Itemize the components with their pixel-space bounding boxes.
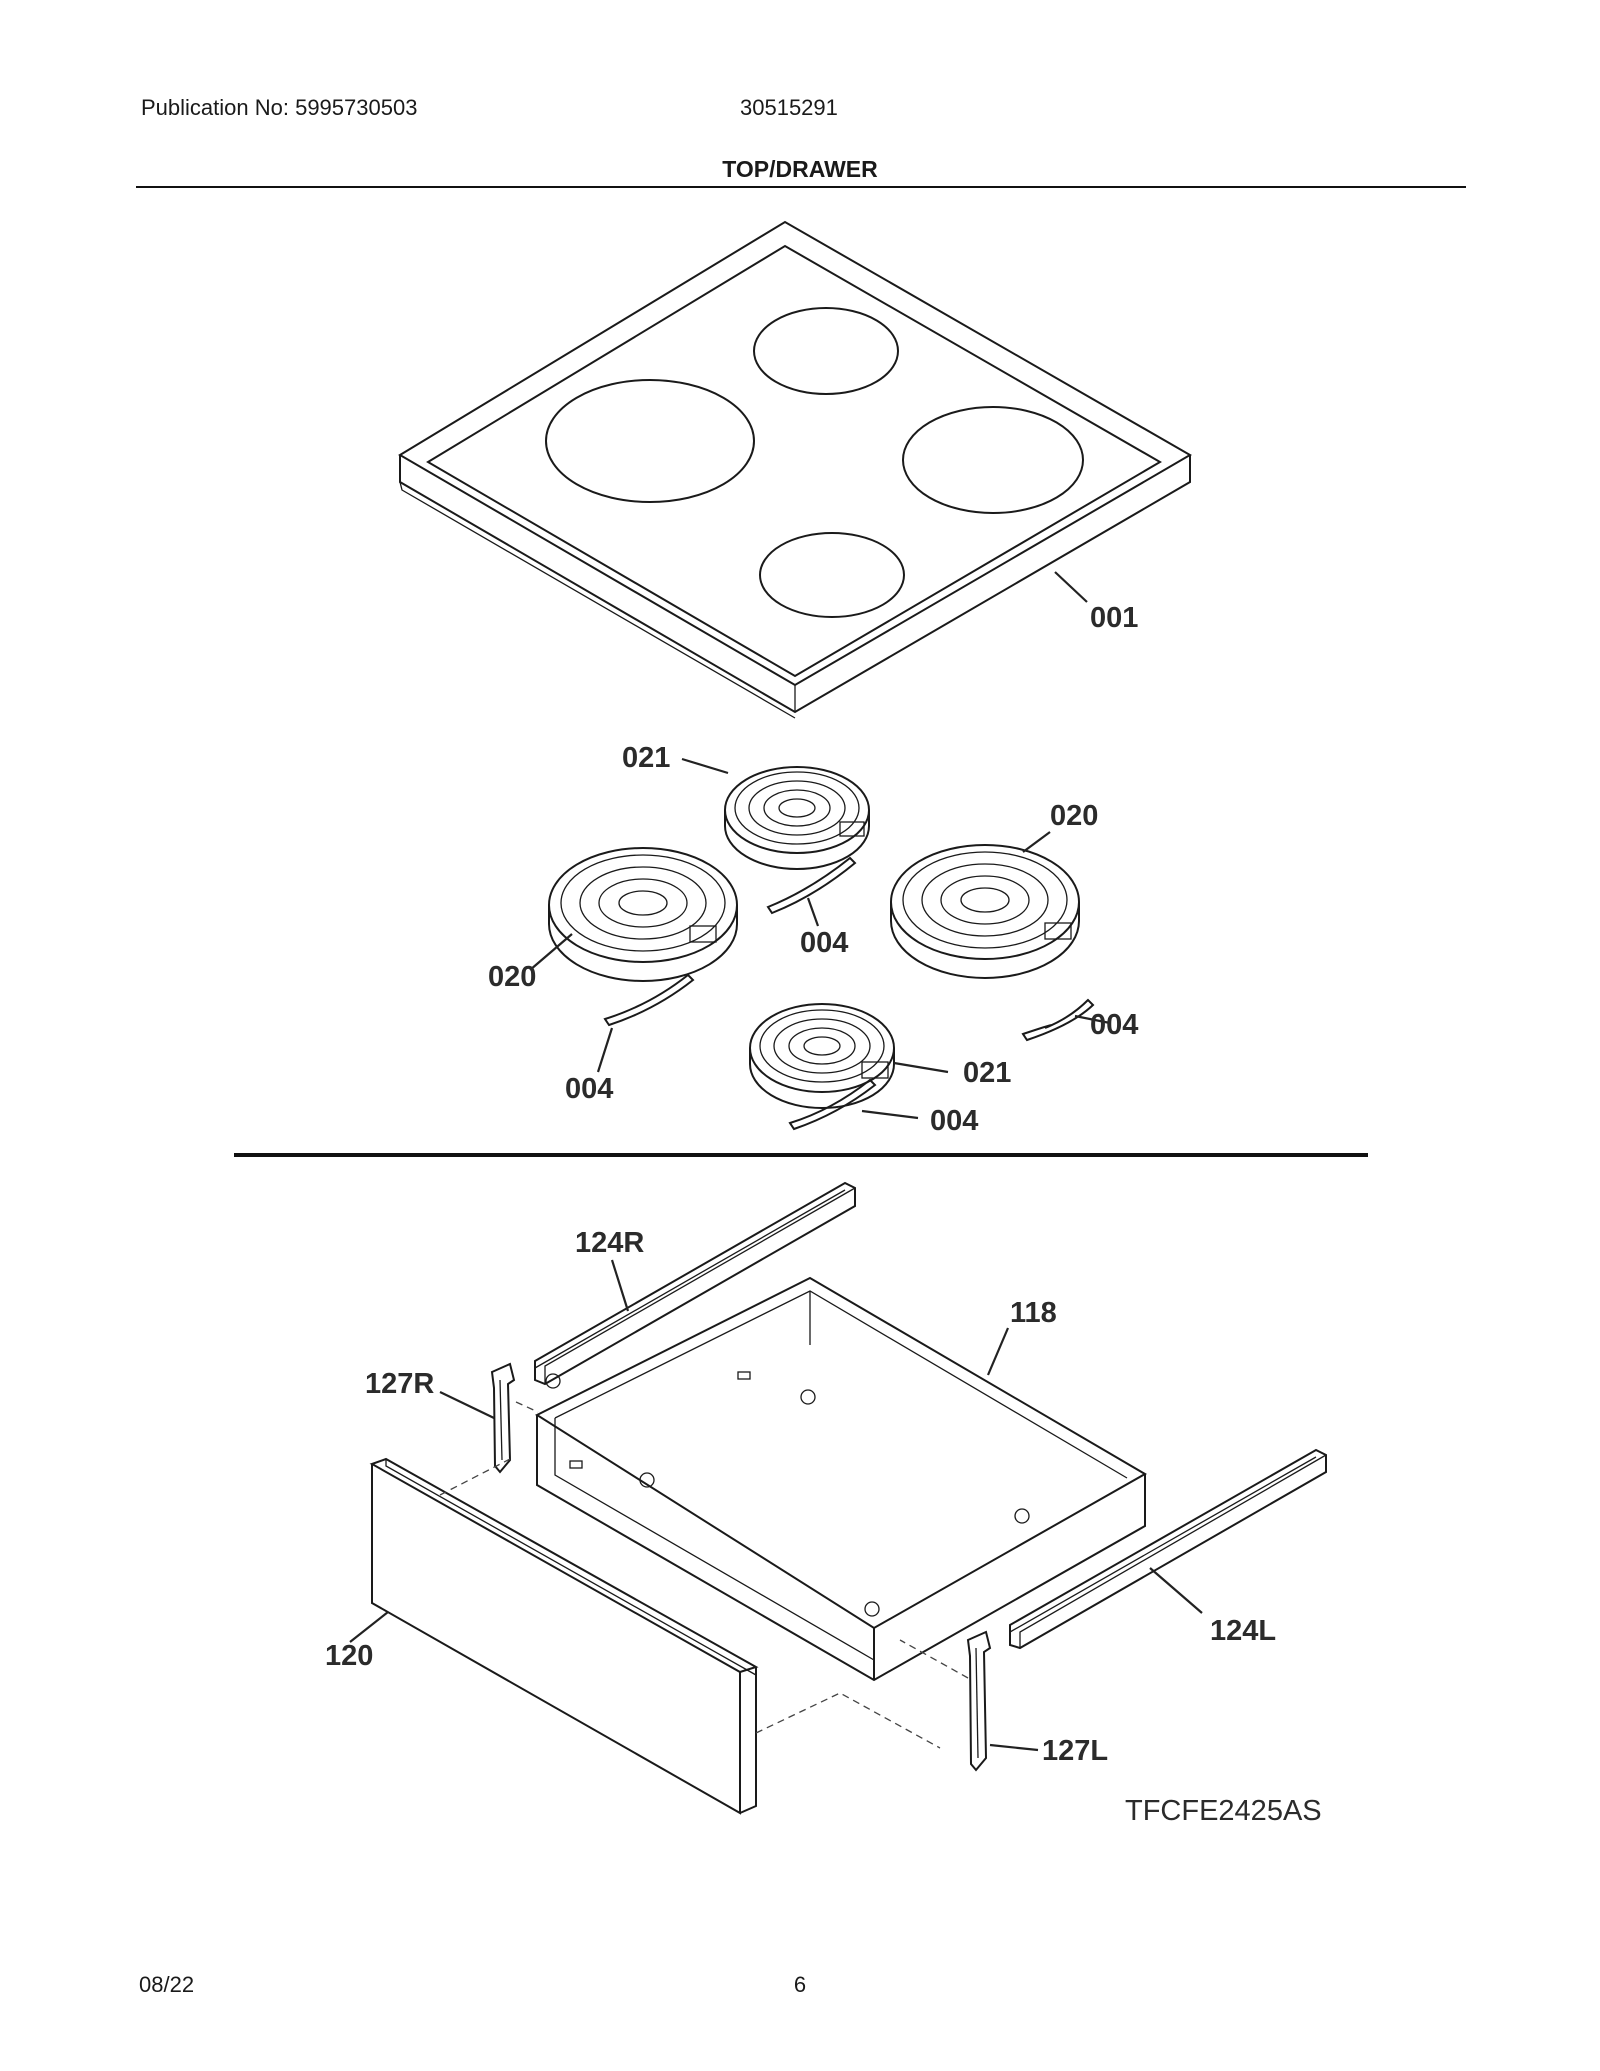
drawer-bracket-left [966, 1630, 992, 1772]
section-title: TOP/DRAWER [722, 156, 878, 182]
leader-001 [1054, 571, 1088, 603]
callout-021-top: 021 [622, 742, 670, 774]
model-number: 30515291 [740, 95, 838, 120]
header-rule [136, 186, 1466, 188]
callout-021-front: 021 [963, 1057, 1011, 1089]
cooktop-glass [398, 220, 1192, 719]
callout-001: 001 [1090, 602, 1138, 634]
callout-127R: 127R [365, 1368, 434, 1400]
leader-020-left [529, 933, 573, 971]
callout-004-left: 004 [565, 1073, 613, 1105]
callout-004-right: 004 [1090, 1009, 1138, 1041]
callout-020-left: 020 [488, 961, 536, 993]
heating-element-right-020 [890, 844, 1080, 979]
leader-127L [989, 1743, 1039, 1752]
publication-number: Publication No: 5995730503 [141, 95, 418, 120]
page-number: 6 [793, 1972, 807, 1997]
heating-element-top-021 [724, 766, 870, 870]
leader-004-front [861, 1109, 919, 1120]
callout-127L: 127L [1042, 1735, 1108, 1767]
leader-120 [349, 1611, 389, 1643]
leader-004-left [596, 1027, 614, 1073]
callout-020-right: 020 [1050, 800, 1098, 832]
drawer-bracket-right [490, 1362, 516, 1474]
drawer-rail-left [1009, 1448, 1327, 1650]
model-tag: TFCFE2425AS [1125, 1795, 1322, 1827]
heating-element-front-021 [749, 1003, 895, 1109]
callout-124R: 124R [575, 1227, 644, 1259]
callout-124L: 124L [1210, 1615, 1276, 1647]
leader-124R [610, 1259, 630, 1312]
leader-021-front [893, 1061, 949, 1074]
leader-021-top [681, 757, 729, 775]
leader-004-right [1074, 1014, 1111, 1025]
drawer-body [534, 1276, 1148, 1682]
leader-020-right [1022, 831, 1051, 853]
drawer-rail-right [534, 1181, 856, 1389]
leader-118 [986, 1327, 1010, 1376]
bracket-strips-004 [603, 856, 1095, 1131]
callout-118: 118 [1010, 1297, 1057, 1329]
leader-124L [1149, 1567, 1203, 1614]
heating-element-left-020 [548, 847, 738, 982]
leader-127R [439, 1391, 495, 1419]
callout-120: 120 [325, 1640, 373, 1672]
callout-004-front: 004 [930, 1105, 978, 1137]
leader-004-center [806, 897, 820, 927]
callout-004-center: 004 [800, 927, 848, 959]
footer-date: 08/22 [139, 1972, 195, 1997]
drawer-front-panel [369, 1457, 759, 1815]
section-divider [234, 1153, 1368, 1157]
assembly-dashed-lines [439, 1401, 969, 1749]
